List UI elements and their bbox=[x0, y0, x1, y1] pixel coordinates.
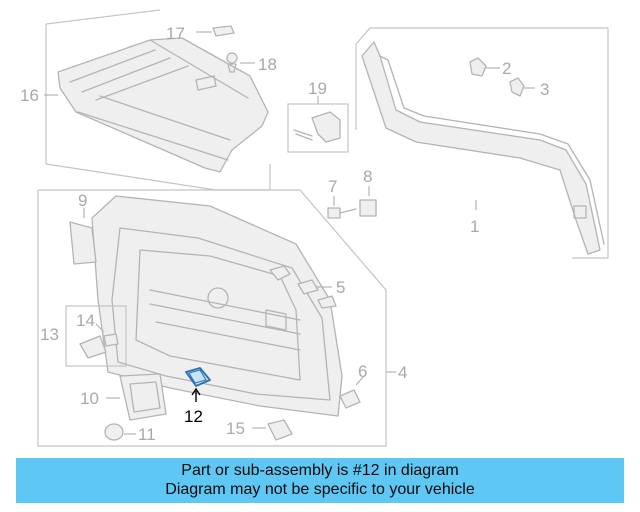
callout-5: 5 bbox=[336, 278, 345, 297]
banner-line-1: Part or sub-assembly is #12 in diagram bbox=[181, 462, 459, 479]
info-banner: Part or sub-assembly is #12 in diagram D… bbox=[16, 458, 624, 503]
callout-3: 3 bbox=[540, 80, 549, 99]
callout-17: 17 bbox=[166, 24, 185, 43]
bracket-15 bbox=[252, 419, 293, 441]
bolt-7 bbox=[327, 196, 357, 219]
part-12-highlighted[interactable] bbox=[185, 367, 211, 402]
bracket-19-group bbox=[287, 96, 349, 153]
cover-9 bbox=[69, 208, 97, 265]
clip-2 bbox=[469, 57, 500, 77]
callout-19: 19 bbox=[308, 79, 327, 98]
callout-10: 10 bbox=[80, 389, 99, 408]
callout-14: 14 bbox=[76, 311, 95, 330]
callout-16: 16 bbox=[20, 86, 39, 105]
callout-8: 8 bbox=[363, 167, 372, 186]
callout-1: 1 bbox=[470, 217, 479, 236]
cargo-cover-group bbox=[44, 9, 271, 191]
banner-line-2: Diagram may not be specific to your vehi… bbox=[165, 481, 475, 498]
nut-8 bbox=[359, 186, 377, 217]
callout-2: 2 bbox=[502, 59, 511, 78]
lamp-13-group bbox=[65, 305, 127, 367]
clip-6 bbox=[339, 375, 365, 409]
callout-11: 11 bbox=[138, 425, 156, 444]
callout-12[interactable]: 12 bbox=[184, 407, 203, 426]
callout-13: 13 bbox=[40, 325, 59, 344]
garnish-frame-1 bbox=[355, 27, 609, 259]
handle-10 bbox=[106, 373, 167, 421]
clip-3 bbox=[509, 77, 535, 97]
callout-9: 9 bbox=[78, 191, 87, 210]
clip-17 bbox=[196, 25, 235, 37]
clips-5 bbox=[269, 265, 337, 309]
callout-18: 18 bbox=[258, 55, 277, 74]
callout-7: 7 bbox=[328, 177, 337, 196]
lift-gate-trim-4 bbox=[37, 189, 396, 447]
cap-11 bbox=[104, 423, 136, 441]
callout-15: 15 bbox=[226, 419, 245, 438]
fastener-18 bbox=[226, 52, 255, 73]
callout-6: 6 bbox=[358, 362, 367, 381]
callout-4: 4 bbox=[398, 363, 407, 382]
